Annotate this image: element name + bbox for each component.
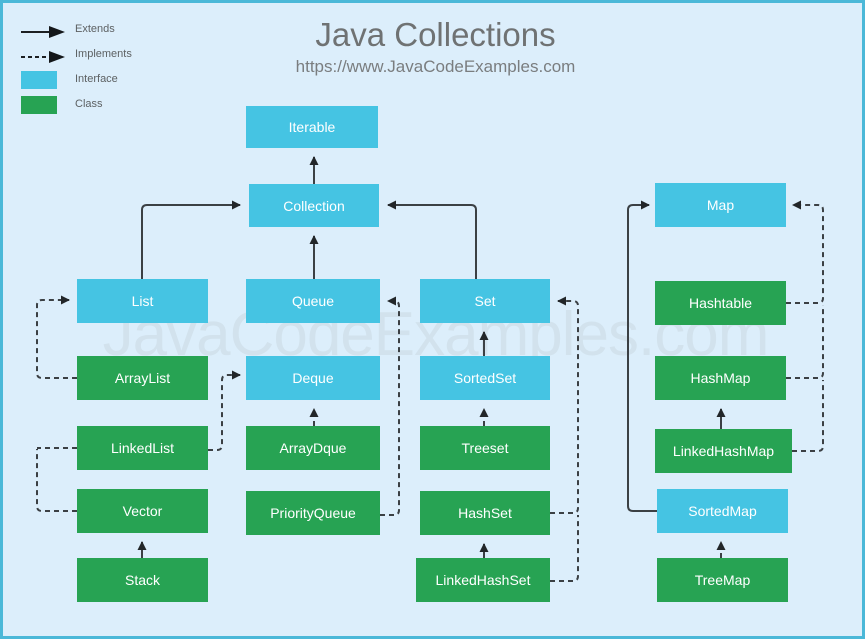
node-treeset[interactable]: Treeset bbox=[420, 426, 550, 470]
node-vector[interactable]: Vector bbox=[77, 489, 208, 533]
node-treemap[interactable]: TreeMap bbox=[657, 558, 788, 602]
edge-hashtable-map bbox=[786, 200, 824, 304]
page-title: Java Collections bbox=[315, 16, 556, 53]
edge-arraylist-list bbox=[36, 295, 77, 379]
edge-linkedhashmap-map bbox=[792, 380, 824, 452]
dashed-arrow-icon bbox=[21, 51, 65, 63]
node-arraylist[interactable]: ArrayList bbox=[77, 356, 208, 400]
node-hashset[interactable]: HashSet bbox=[420, 491, 550, 535]
legend-label-class: Class bbox=[75, 98, 103, 110]
node-list[interactable]: List bbox=[77, 279, 208, 323]
edge-priorityqueue-queue bbox=[380, 296, 400, 516]
legend-label-implements: Implements bbox=[75, 48, 132, 60]
node-stack[interactable]: Stack bbox=[77, 558, 208, 602]
edge-hashmap-map bbox=[786, 305, 824, 379]
node-collection[interactable]: Collection bbox=[249, 184, 379, 227]
page-subtitle: https://www.JavaCodeExamples.com bbox=[295, 57, 576, 76]
node-linkedlist[interactable]: LinkedList bbox=[77, 426, 208, 470]
legend-label-interface: Interface bbox=[75, 73, 118, 85]
legend-label-extends: Extends bbox=[75, 23, 115, 35]
node-iterable[interactable]: Iterable bbox=[246, 106, 378, 148]
node-deque[interactable]: Deque bbox=[246, 356, 380, 400]
edge-linkedhashset-set bbox=[550, 515, 579, 582]
node-set[interactable]: Set bbox=[420, 279, 550, 323]
solid-arrow-icon bbox=[21, 26, 65, 38]
edge-list-collection bbox=[141, 200, 241, 279]
edge-set-collection bbox=[387, 200, 477, 279]
edge-vector-list bbox=[36, 449, 77, 512]
node-arraydque[interactable]: ArrayDque bbox=[246, 426, 380, 470]
node-hashmap[interactable]: HashMap bbox=[655, 356, 786, 400]
class-swatch bbox=[21, 96, 57, 114]
edge-layer bbox=[36, 156, 824, 582]
edge-hashset-set bbox=[550, 296, 579, 514]
node-linkedhashmap[interactable]: LinkedHashMap bbox=[655, 429, 792, 473]
node-hashtable[interactable]: Hashtable bbox=[655, 281, 786, 325]
edge-linkedlist-deque bbox=[208, 370, 241, 451]
interface-swatch bbox=[21, 71, 57, 89]
node-sortedset[interactable]: SortedSet bbox=[420, 356, 550, 400]
edge-sortedmap-map bbox=[627, 200, 657, 512]
node-linkedhashset[interactable]: LinkedHashSet bbox=[416, 558, 550, 602]
node-sortedmap[interactable]: SortedMap bbox=[657, 489, 788, 533]
node-queue[interactable]: Queue bbox=[246, 279, 380, 323]
node-map[interactable]: Map bbox=[655, 183, 786, 227]
node-priorityqueue[interactable]: PriorityQueue bbox=[246, 491, 380, 535]
